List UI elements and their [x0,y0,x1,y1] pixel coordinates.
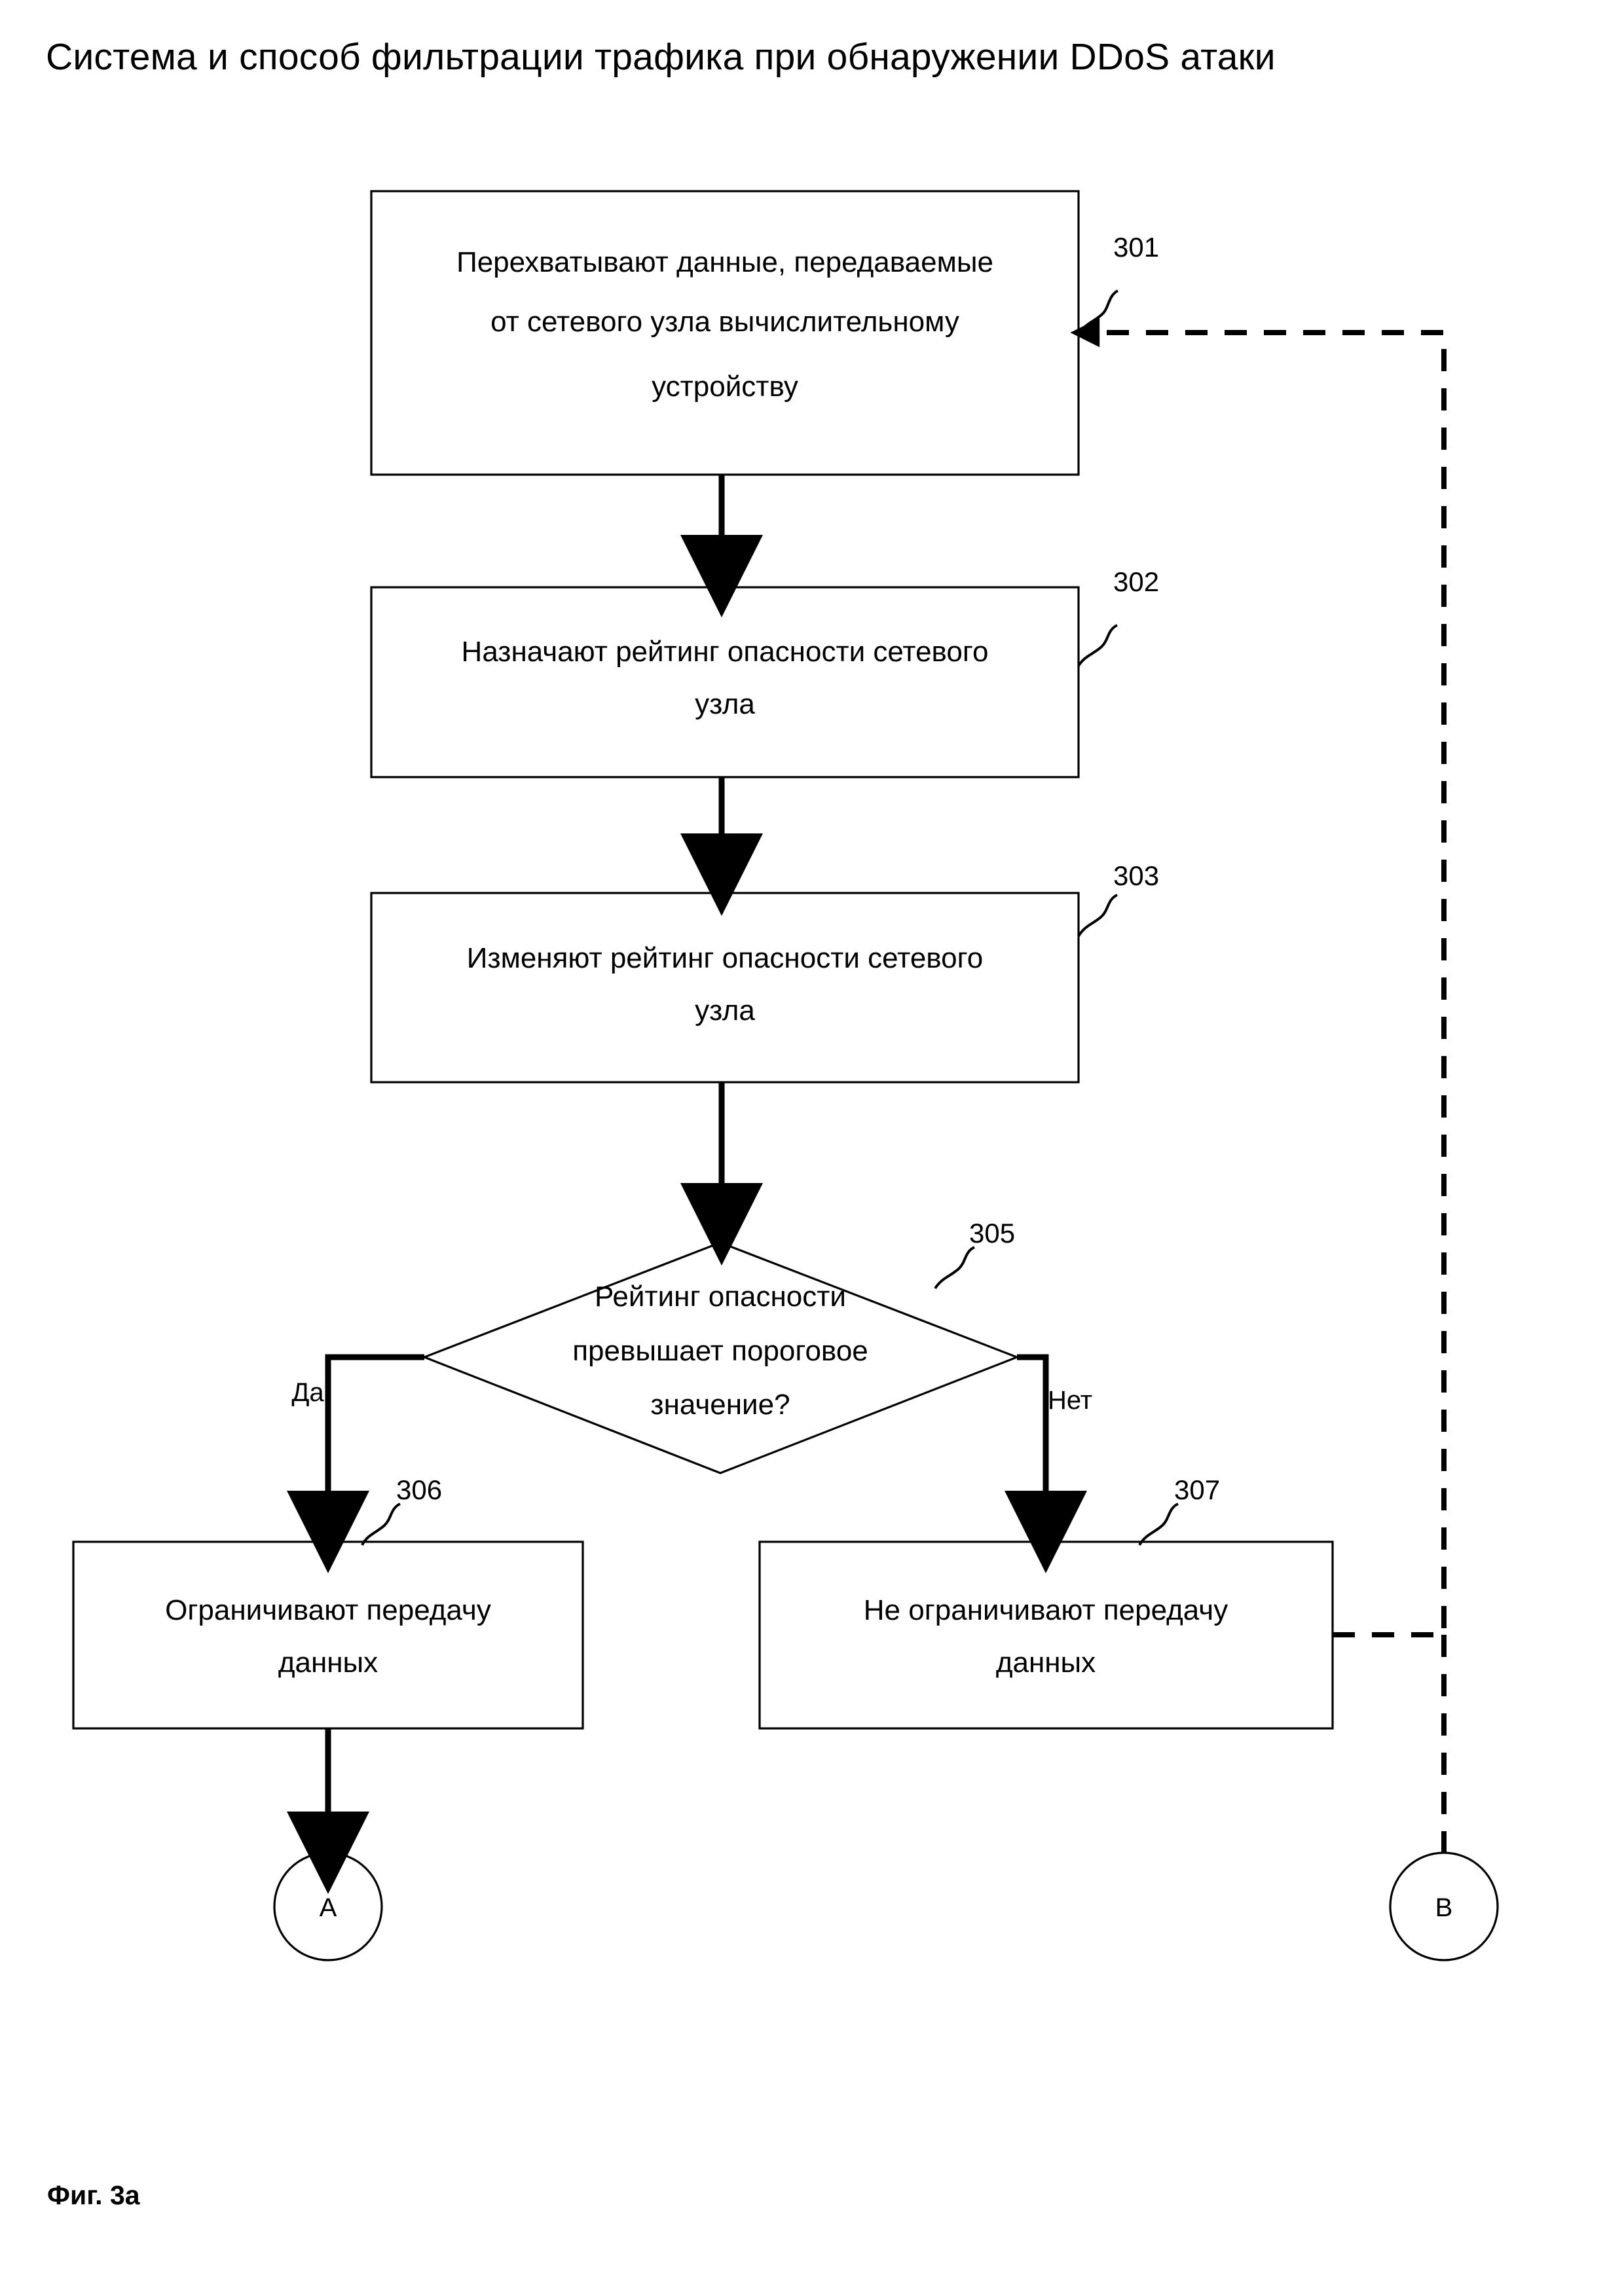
node-303-line-1: Изменяют рейтинг опасности сетевого [467,942,983,974]
node-303-ref-label: 303 [1113,860,1159,891]
node-302-line-1: Назначают рейтинг опасности сетевого [462,636,989,668]
node-307-box [758,1540,1334,1730]
node-301-line-3: устройству [652,371,798,403]
connector-a: А [273,1851,383,1961]
node-307-ref-leader [1138,1503,1179,1546]
connector-b-label: В [1435,1893,1453,1922]
node-306-line-1: Ограничивают передачу [165,1594,491,1626]
node-305-ref-leader [934,1246,976,1290]
node-307-ref-label: 307 [1174,1474,1220,1505]
node-306-box [72,1540,584,1730]
node-303-line-2: узла [695,994,755,1027]
node-303-box [370,892,1080,1084]
node-305-line-3: значение? [650,1389,790,1421]
node-306: Ограничивают передачу данных 306 [72,1474,584,1730]
node-301-ref-label: 301 [1113,232,1159,263]
node-302-ref-leader [1077,624,1118,667]
node-305-diamond [421,1241,1020,1474]
edge-label-yes: Да [291,1378,324,1407]
node-301-line-2: от сетевого узла вычислительному [490,306,959,338]
connector-b-circle [1389,1851,1499,1961]
page-title: Система и способ фильтрации трафика при … [46,36,1276,78]
node-307-line-2: данных [996,1647,1096,1679]
node-302-ref-label: 302 [1113,566,1159,597]
node-306-ref-label: 306 [396,1474,442,1505]
edge-305-yes-to-306 [287,1354,424,1573]
node-303-ref-leader [1077,894,1118,938]
node-307: Не ограничивают передачу данных 307 [758,1474,1334,1730]
node-302: Назначают рейтинг опасности сетевого узл… [370,566,1159,778]
node-307-line-1: Не ограничивают передачу [864,1594,1228,1626]
edge-307-feedback-to-301 [1070,318,1447,1637]
node-306-line-2: данных [278,1647,378,1679]
node-305-ref-label: 305 [969,1218,1015,1248]
connector-b: В [1389,1851,1499,1961]
node-305: Рейтинг опасности превышает пороговое зн… [421,1218,1020,1474]
node-301-ref-leader [1077,289,1119,336]
node-303: Изменяют рейтинг опасности сетевого узла… [370,860,1159,1084]
node-301: Перехватывают данные, передаваемые от се… [370,190,1159,476]
node-306-ref-leader [361,1503,401,1546]
connector-a-circle [273,1851,383,1961]
connector-a-label: А [320,1893,337,1922]
node-302-line-2: узла [695,688,755,720]
node-301-line-1: Перехватывают данные, передаваемые [456,246,993,278]
node-305-line-1: Рейтинг опасности [595,1281,846,1313]
node-302-box [370,586,1080,778]
edge-label-no: Нет [1048,1386,1092,1415]
edge-305-no-to-307 [1005,1354,1087,1573]
figure-caption: Фиг. 3а [47,2180,140,2210]
node-305-line-2: превышает пороговое [572,1335,868,1367]
